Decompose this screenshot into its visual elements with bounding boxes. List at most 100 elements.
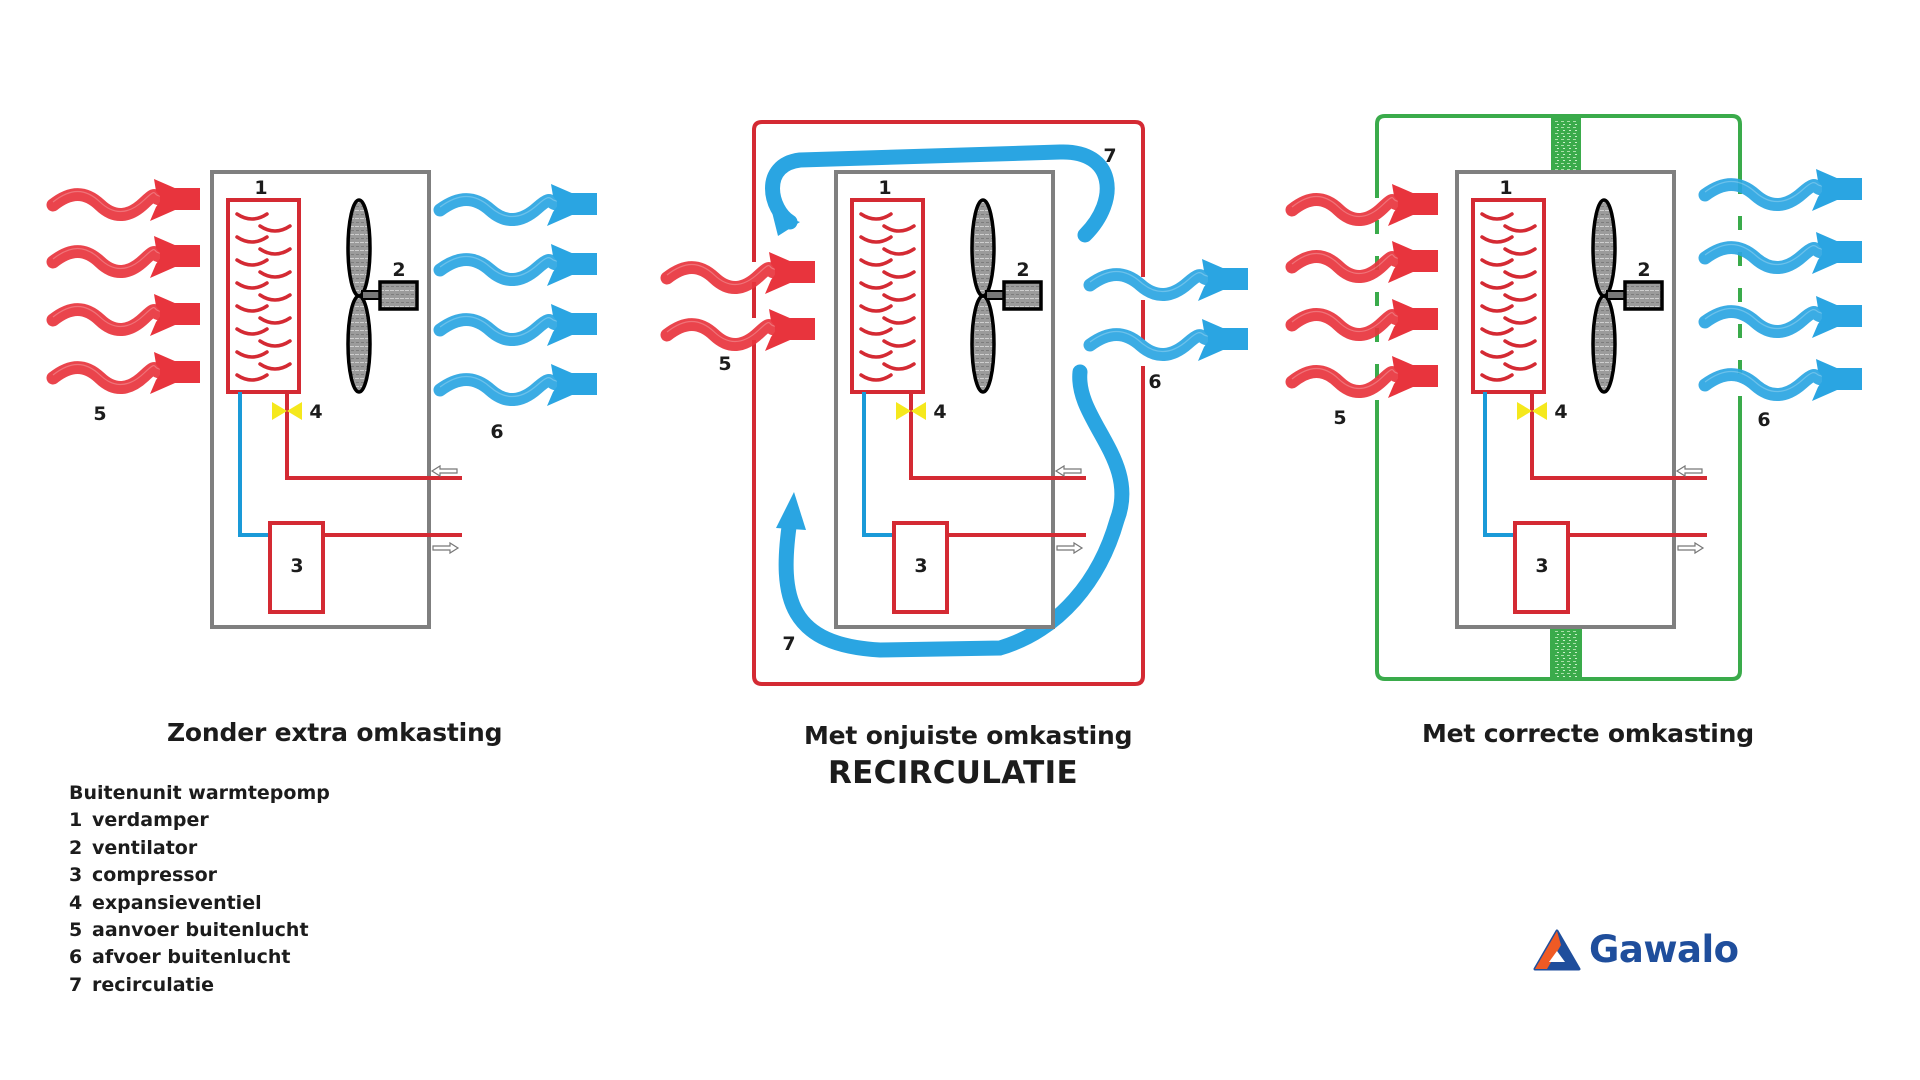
air-stream-highlight	[52, 305, 161, 328]
arrow-head-block	[160, 361, 200, 383]
compressor	[268, 521, 325, 614]
arrow-head-block	[1822, 241, 1862, 263]
exhaust-air-arrow	[1698, 232, 1862, 274]
exhaust-air-arrow	[433, 244, 597, 286]
evaporator-fin	[1480, 350, 1514, 359]
arrow-head-block	[1822, 368, 1862, 390]
exhaust-air-arrow	[433, 304, 597, 346]
evaporator-frame	[850, 198, 925, 394]
evaporator-fin	[1480, 373, 1514, 382]
air-stream-highlight	[1291, 252, 1399, 275]
arrow-head-block	[557, 193, 597, 215]
exhaust-air-arrow	[433, 364, 597, 406]
air-stream	[1285, 250, 1405, 283]
label-evaporator: 1	[1499, 177, 1512, 199]
intake-air-arrow	[46, 179, 200, 221]
evaporator-fin	[235, 258, 269, 267]
intake-air-arrow	[1285, 356, 1438, 398]
arrow-head-block	[160, 245, 200, 267]
arrow-head-block	[1822, 305, 1862, 327]
air-stream	[46, 188, 167, 221]
legend-number: 4	[69, 891, 83, 914]
recirculation-arrow-head-icon	[772, 212, 800, 236]
arrow-head-block	[160, 303, 200, 325]
label-exhaust: 6	[490, 421, 503, 443]
evaporator-fin	[859, 373, 893, 382]
fan-blade	[970, 198, 996, 298]
label-intake: 5	[93, 403, 106, 425]
air-stream	[1698, 368, 1829, 401]
evaporator-fin	[235, 281, 269, 290]
legend-label: verdamper	[92, 809, 209, 832]
logo-text: Gawalo	[1589, 928, 1739, 971]
evaporator-fin	[859, 258, 893, 267]
evaporator-fin	[258, 362, 292, 371]
evaporator-fin	[859, 212, 893, 221]
fan-icon	[970, 198, 1043, 394]
air-stream-highlight	[439, 195, 558, 218]
evaporator-fin	[1503, 270, 1537, 279]
recirculation-stream-top	[765, 144, 1115, 243]
fan-blade	[970, 294, 996, 394]
gawalo-logo: Gawalo	[1533, 928, 1739, 971]
evaporator-fin	[882, 247, 916, 256]
expansion-valve-icon	[272, 402, 302, 420]
caption-without-enclosure: Zonder extra omkasting	[167, 718, 503, 747]
evaporator-fin	[1503, 316, 1537, 325]
legend-label: recirculatie	[92, 973, 215, 996]
arrow-head-block	[557, 253, 597, 275]
label-compressor: 3	[290, 555, 303, 577]
evaporator-frame	[1471, 198, 1546, 394]
label-fan: 2	[392, 259, 405, 281]
triangle-logo-icon	[1533, 929, 1581, 970]
fan-blade	[346, 198, 372, 298]
top-seal	[1551, 115, 1581, 174]
evaporator-fin	[1480, 235, 1514, 244]
air-stream	[1083, 328, 1215, 361]
arrow-head-block	[160, 188, 200, 210]
legend-number: 1	[69, 809, 83, 832]
legend-label: expansieventiel	[92, 891, 262, 914]
flow-out-arrow-icon	[1056, 541, 1084, 555]
air-stream	[46, 245, 167, 278]
exhaust-air-arrow	[433, 184, 597, 226]
caption-incorrect-enclosure: Met onjuiste omkasting	[804, 721, 1133, 750]
legend-item: 4 expansieventiel	[69, 890, 330, 917]
air-stream	[1698, 305, 1829, 338]
fan-motor	[378, 280, 419, 311]
arrow-head-block	[1822, 178, 1862, 200]
air-stream-highlight	[1291, 195, 1399, 218]
label-intake: 5	[718, 353, 731, 375]
label-recirculation: 7	[782, 633, 795, 655]
air-stream	[46, 361, 167, 394]
evaporator-fin	[1480, 281, 1514, 290]
air-stream-highlight	[1089, 330, 1209, 353]
evaporator-fin	[1503, 247, 1537, 256]
fan-icon	[1591, 198, 1664, 394]
arrow-head-block	[557, 373, 597, 395]
label-recirculation: 7	[1103, 145, 1116, 167]
evaporator-fin	[1503, 339, 1537, 348]
evaporator-fin	[882, 293, 916, 302]
arrow-head-block	[775, 261, 815, 283]
arrow-head-block	[1398, 193, 1438, 215]
evaporator-fin	[1503, 293, 1537, 302]
arrow-head-block	[557, 313, 597, 335]
air-stream-highlight	[666, 263, 776, 286]
air-stream	[433, 253, 564, 286]
exhaust-air-arrow	[1083, 259, 1248, 301]
arrow-head-block	[1398, 250, 1438, 272]
air-stream-highlight	[439, 375, 558, 398]
evaporator-fin	[235, 373, 269, 382]
flow-in-arrow-icon	[1675, 464, 1703, 478]
evaporator-fin	[258, 224, 292, 233]
air-stream-highlight	[1704, 243, 1823, 266]
evaporator-fin	[258, 316, 292, 325]
exhaust-air-arrow	[1083, 319, 1248, 361]
air-stream-highlight	[1089, 270, 1209, 293]
